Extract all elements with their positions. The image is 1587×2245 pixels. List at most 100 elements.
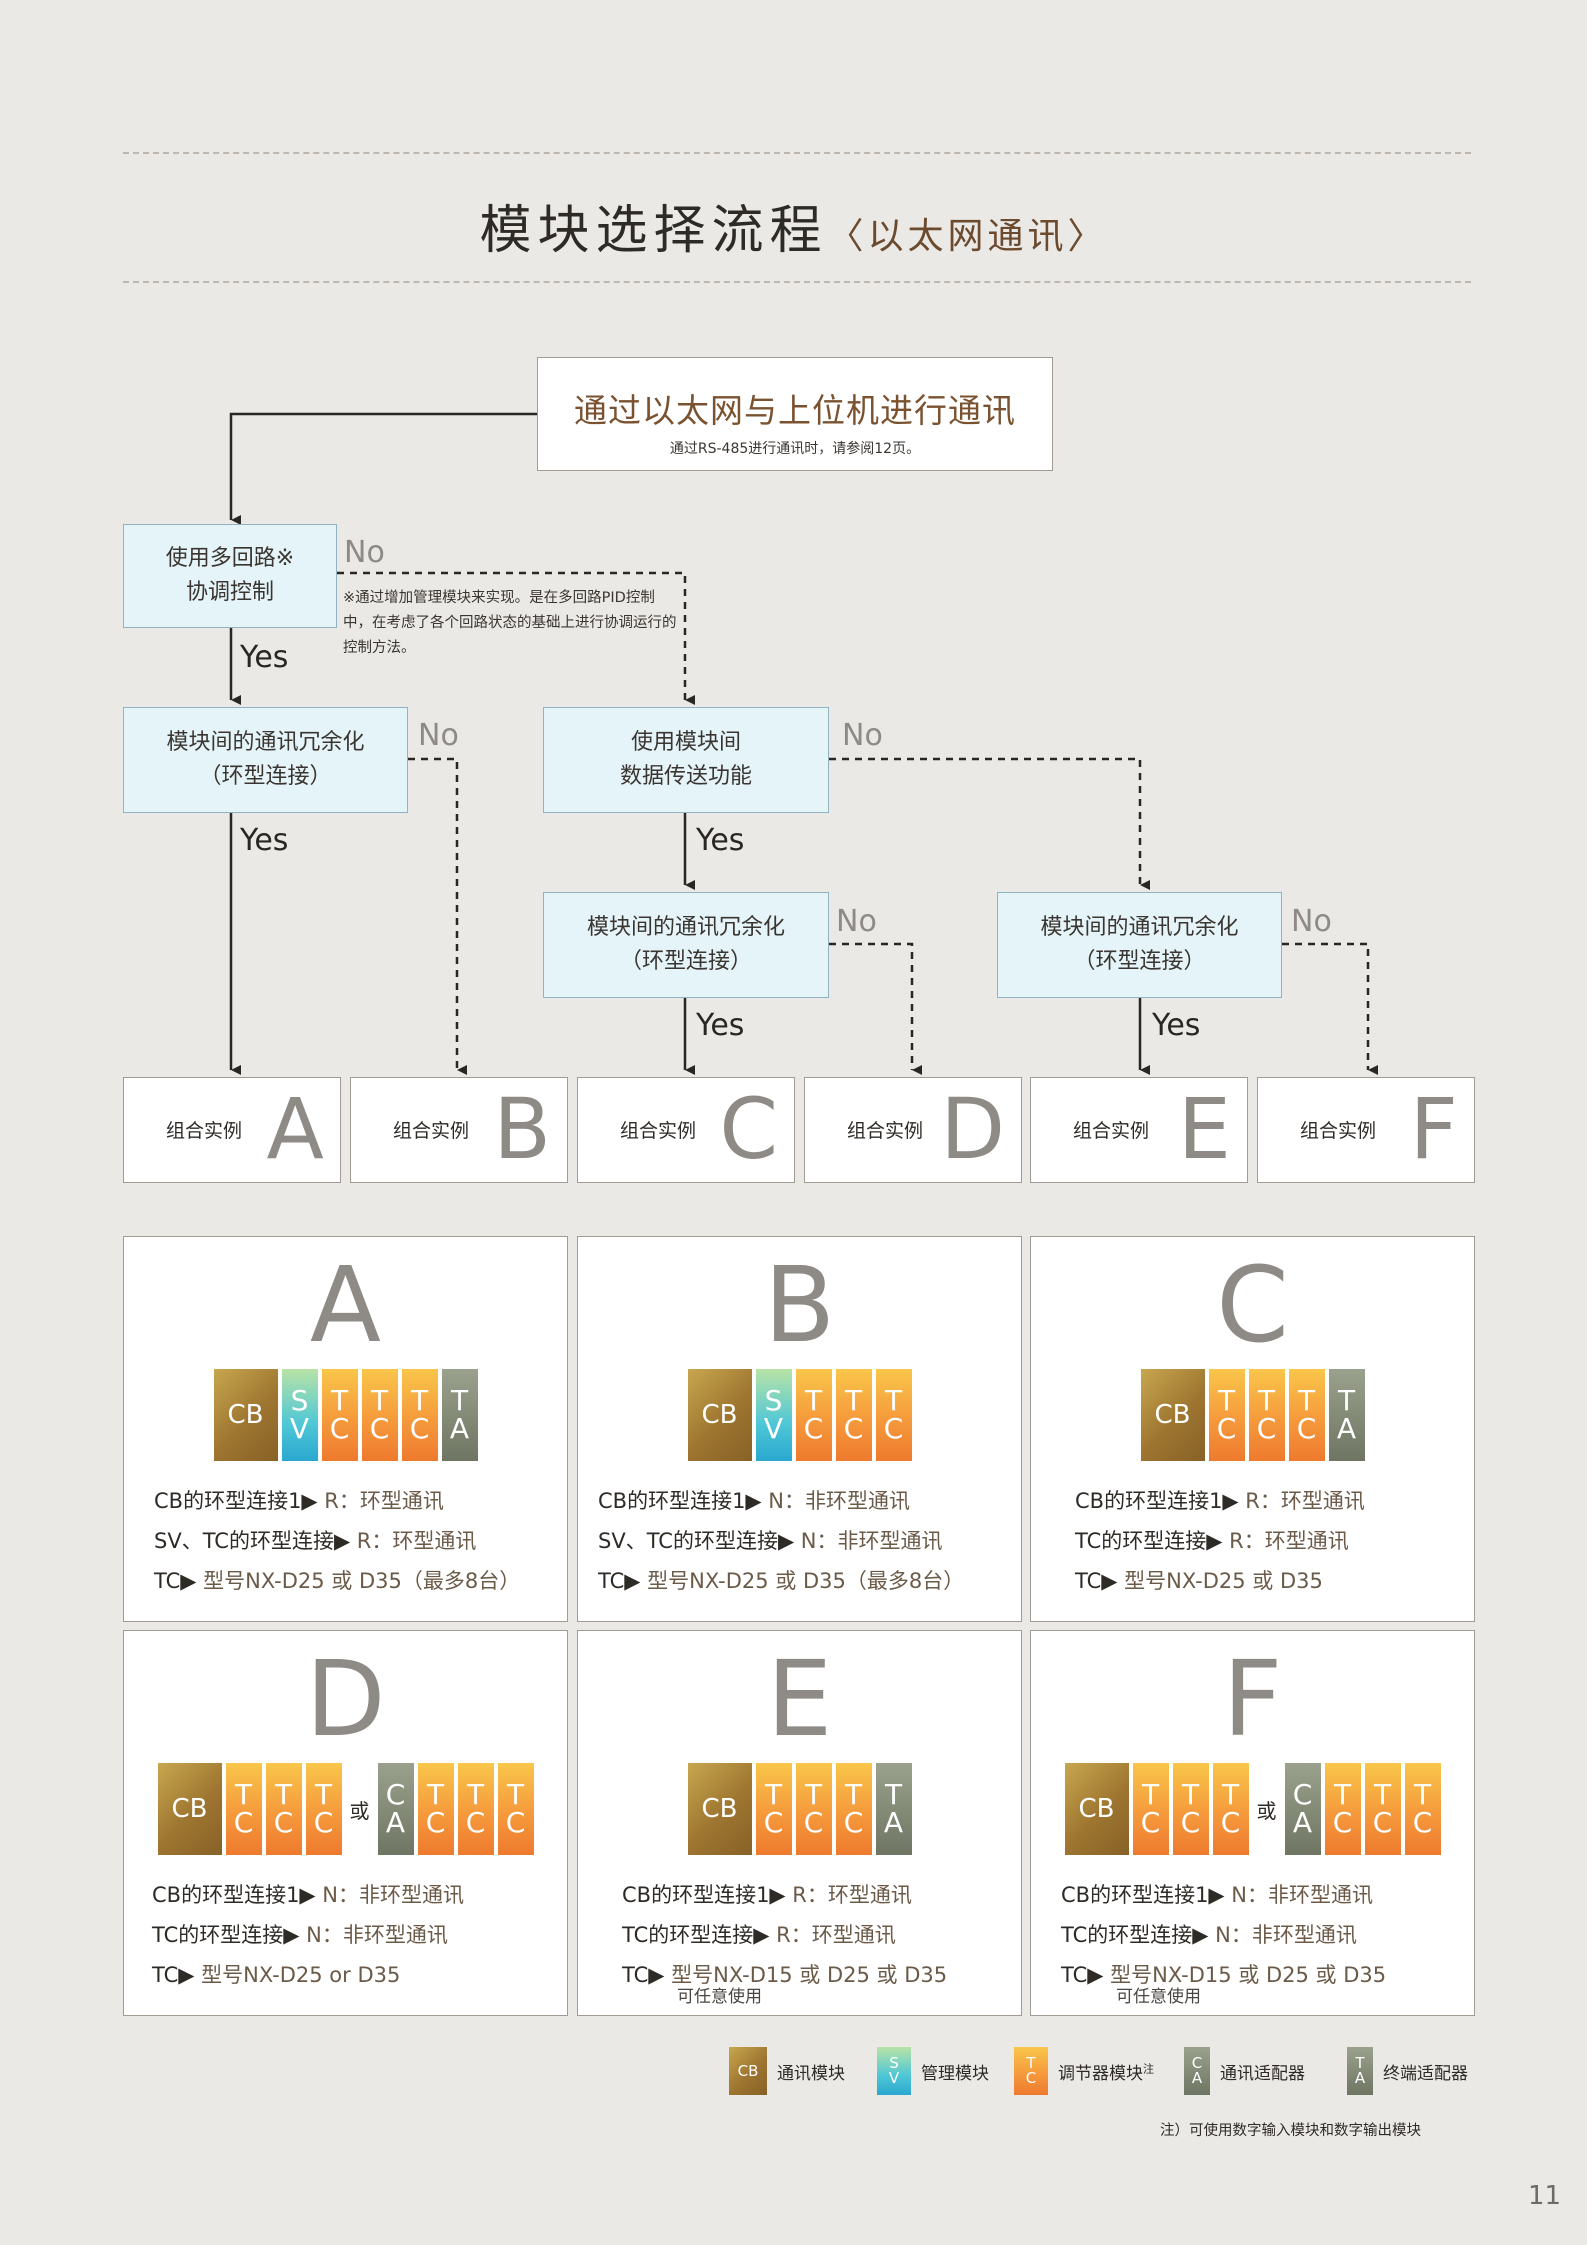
yes-label-redundancy-1: Yes	[240, 823, 289, 858]
module-cb: CB	[687, 1369, 752, 1461]
module-cb: CB	[1140, 1369, 1205, 1461]
module-cb: CB	[213, 1369, 278, 1461]
spec-line: TC▶ 型号NX-D15 或 D25 或 D35	[622, 1963, 948, 1987]
or-label: 或	[1256, 1798, 1277, 1823]
spec-line: CB的环型连接1▶ N：非环型通讯	[152, 1883, 464, 1907]
decision-redundancy-3-line1: 模块间的通讯冗余化	[1040, 915, 1239, 940]
line-redundancy1-no	[408, 757, 467, 1075]
decision-multiloop-line2: 协调控制	[185, 580, 274, 605]
no-label-datatransfer: No	[842, 718, 883, 753]
line-redundancy2-no	[829, 942, 922, 1075]
example-letter: F	[1409, 1080, 1458, 1178]
module-cb: CB	[687, 1763, 752, 1855]
example-label: 组合实例	[847, 1120, 924, 1142]
spec-line: TC的环型连接▶ N：非环型通讯	[152, 1923, 448, 1947]
module-cb: CB	[1064, 1763, 1129, 1855]
spec-line: TC▶ 型号NX-D25 或 D35（最多8台）	[598, 1569, 965, 1593]
panel-spec-lines: CB的环型连接1▶ R：环型通讯 TC的环型连接▶ R：环型通讯 TC▶ 型号N…	[578, 1875, 1021, 2006]
start-box-title: 通过以太网与上位机进行通讯	[574, 391, 1016, 430]
spec-line: CB的环型连接1▶ N：非环型通讯	[598, 1489, 910, 1513]
decision-datatransfer: 使用模块间 数据传送功能	[543, 707, 829, 813]
line-redundancy3-no	[1282, 942, 1378, 1075]
panel-letter: B	[763, 1244, 836, 1366]
example-label: 组合实例	[393, 1120, 470, 1142]
panel-spec-lines: CB的环型连接1▶ N：非环型通讯 SV、TC的环型连接▶ N：非环型通讯 TC…	[578, 1481, 1021, 1601]
spec-line: TC▶ 型号NX-D25 或 D35（最多8台）	[154, 1569, 521, 1593]
panel-letter: E	[766, 1638, 833, 1760]
or-label: 或	[349, 1798, 370, 1823]
decision-redundancy-3: 模块间的通讯冗余化 （环型连接）	[997, 892, 1282, 998]
decision-redundancy-2-line2: （环型连接）	[619, 949, 752, 974]
decision-redundancy-1-line1: 模块间的通讯冗余化	[166, 730, 365, 755]
spec-line: CB的环型连接1▶ R：环型通讯	[154, 1489, 444, 1513]
panel-spec-lines: CB的环型连接1▶ R：环型通讯 SV、TC的环型连接▶ R：环型通讯 TC▶ …	[124, 1481, 567, 1601]
example-box-a: 组合实例 A	[123, 1077, 341, 1183]
line-top-to-multiloop	[229, 412, 537, 525]
no-label-multiloop: No	[344, 535, 385, 570]
spec-subnote: 可任意使用	[1116, 1987, 1201, 2007]
no-label-redundancy-3: No	[1291, 904, 1332, 939]
panel-letter: A	[309, 1244, 382, 1366]
decision-redundancy-2: 模块间的通讯冗余化 （环型连接）	[543, 892, 829, 998]
spec-line: TC▶ 型号NX-D25 or D35	[152, 1963, 401, 1987]
decision-redundancy-3-line2: （环型连接）	[1073, 949, 1206, 974]
legend-label: 调节器模块注	[1058, 2061, 1154, 2084]
example-label: 组合实例	[166, 1120, 243, 1142]
spec-line: TC的环型连接▶ R：环型通讯	[1075, 1529, 1349, 1553]
page-title: 模块选择流程〈以太网通讯〉	[0, 188, 1587, 263]
yes-label-redundancy-2: Yes	[696, 1008, 745, 1043]
legend-label: 终端适配器	[1383, 2063, 1468, 2084]
title-subtitle: 〈以太网通讯〉	[827, 216, 1108, 257]
line-datatransfer-no	[829, 757, 1150, 890]
decision-redundancy-1-line2: （环型连接）	[199, 764, 332, 789]
spec-line: SV、TC的环型连接▶ R：环型通讯	[154, 1529, 477, 1553]
decision-datatransfer-line2: 数据传送功能	[619, 764, 752, 789]
line-multiloop-no	[337, 571, 695, 705]
legend-label: 通讯模块	[777, 2063, 845, 2084]
legend-cb: CB 通讯模块	[729, 2047, 845, 2095]
multiloop-footnote: ※通过增加管理模块来实现。是在多回路PID控制中，在考虑了各个回路状态的基础上进…	[343, 590, 677, 656]
example-letter: E	[1177, 1080, 1231, 1178]
legend-label: 通讯适配器	[1220, 2063, 1305, 2084]
legend-label: 管理模块	[921, 2063, 989, 2084]
spec-line: TC▶ 型号NX-D25 或 D35	[1075, 1569, 1323, 1593]
example-box-e: 组合实例 E	[1030, 1077, 1248, 1183]
decision-redundancy-1: 模块间的通讯冗余化 （环型连接）	[123, 707, 408, 813]
example-letter: D	[940, 1080, 1005, 1178]
example-box-d: 组合实例 D	[804, 1077, 1022, 1183]
decision-multiloop-line1: 使用多回路※	[165, 546, 295, 571]
header-rule-bottom	[123, 281, 1471, 283]
panel-letter: C	[1216, 1244, 1289, 1366]
